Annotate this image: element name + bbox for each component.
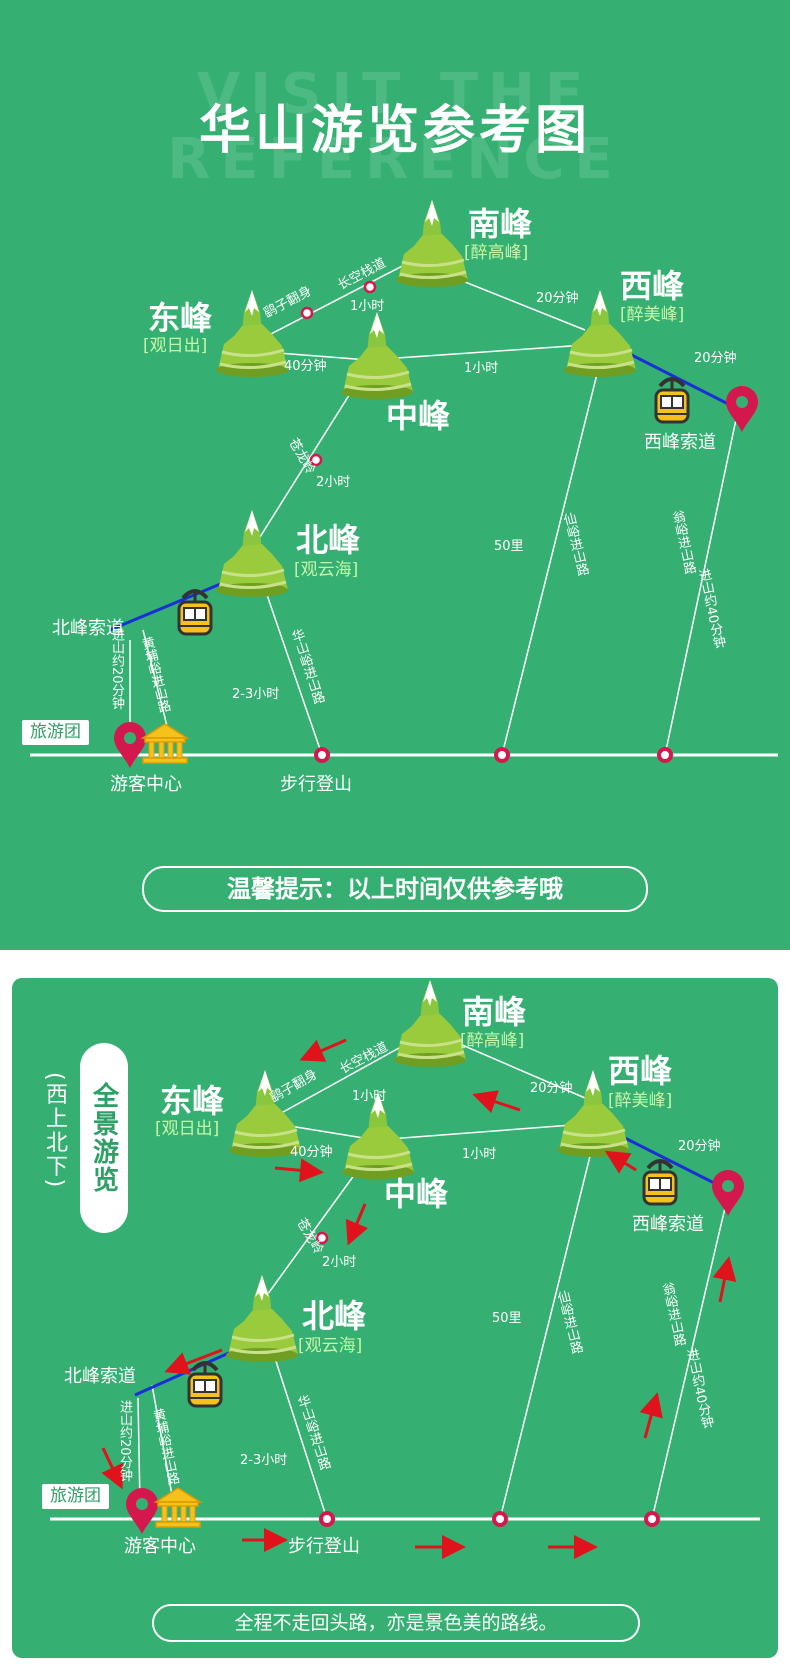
cable-car-icon (654, 376, 690, 424)
route-arrow-icon (712, 1256, 737, 1303)
peak-west-alias: [醉美峰] (620, 305, 685, 325)
cable-car-icon (187, 1360, 223, 1408)
route-arrow-icon (604, 1150, 637, 1174)
tip-banner: 温馨提示：以上时间仅供参考哦 (142, 866, 648, 912)
peak-east-name: 东峰 (148, 299, 213, 337)
peak-east-alias-2: [观日出] (155, 1119, 220, 1139)
label-hiking: 步行登山 (280, 774, 352, 795)
label-time-east-south: 1小时 (350, 299, 385, 314)
side-pill: 全景游览 (80, 1043, 128, 1233)
label-jinshan-20-2: 进山约20分钟 (117, 1400, 132, 1482)
station-marker (644, 1511, 660, 1527)
cable-car-icon (177, 588, 213, 636)
label-time-south-west-2: 20分钟 (530, 1081, 573, 1096)
label-time-east-south-2: 1小时 (352, 1089, 387, 1104)
peak-west-name: 西峰 (620, 267, 685, 305)
station-marker (494, 747, 510, 763)
tour-group-tag-2: 旅游团 (42, 1484, 109, 1509)
label-north-cable: 北峰索道 (52, 618, 124, 639)
peak-south-alias: [醉高峰] (464, 243, 529, 263)
route-arrow-icon (101, 1447, 124, 1490)
label-time-north-middle: 2小时 (316, 475, 351, 490)
watermark: VISIT THE REFERENCE (167, 62, 623, 192)
route-arrow-icon (639, 1392, 663, 1439)
label-time-west-cable: 20分钟 (694, 351, 737, 366)
station-marker (492, 1511, 508, 1527)
side-text: (西上北下) (42, 1072, 67, 1190)
label-time-middle-west: 1小时 (464, 361, 499, 376)
station-marker (319, 1511, 335, 1527)
label-distance: 50里 (494, 539, 524, 554)
route-arrow-icon (274, 1158, 324, 1183)
label-north-cable-2: 北峰索道 (64, 1366, 136, 1387)
footer-banner: 全程不走回头路，亦是景色美的路线。 (152, 1604, 640, 1642)
peak-north-name: 北峰 (296, 521, 361, 559)
label-visitor-center: 游客中心 (110, 774, 182, 795)
panel-1-background (0, 0, 790, 950)
peak-middle-name: 中峰 (386, 397, 451, 435)
peak-south-name: 南峰 (468, 205, 533, 243)
peak-north-name-2: 北峰 (302, 1297, 367, 1335)
tour-group-tag: 旅游团 (22, 720, 89, 745)
panel-1-cable-lines (109, 346, 741, 632)
peak-west-name-2: 西峰 (608, 1052, 673, 1090)
cable-car-icon (642, 1158, 678, 1206)
label-time-walk: 2-3小时 (232, 687, 280, 702)
label-west-cable-2: 西峰索道 (632, 1214, 704, 1235)
peak-middle-name-2: 中峰 (384, 1175, 449, 1213)
waypoint-marker (363, 280, 377, 294)
label-time-north-middle-2: 2小时 (322, 1255, 357, 1270)
waypoint-marker (300, 306, 314, 320)
peak-east-alias: [观日出] (143, 336, 208, 356)
label-time-middle-west-2: 1小时 (462, 1147, 497, 1162)
peak-north-alias: [观云海] (294, 560, 359, 580)
route-arrow-icon (164, 1348, 223, 1375)
route-arrow-icon (472, 1090, 521, 1114)
label-visitor-center-2: 游客中心 (124, 1536, 196, 1557)
route-arrow-icon (299, 1038, 347, 1062)
label-west-cable: 西峰索道 (644, 432, 716, 453)
peak-west-alias-2: [醉美峰] (608, 1091, 673, 1111)
peak-north-alias-2: [观云海] (298, 1336, 363, 1356)
route-arrow-icon (345, 1203, 368, 1246)
label-distance-2: 50里 (492, 1311, 522, 1326)
label-time-west-cable-2: 20分钟 (678, 1139, 721, 1154)
label-jinshan-20: 进山约20分钟 (109, 628, 124, 710)
page-title: 华山游览参考图 (198, 101, 591, 161)
label-time-east-middle-2: 40分钟 (290, 1145, 333, 1160)
label-time-south-west: 20分钟 (536, 291, 579, 306)
peak-south-name-2: 南峰 (462, 993, 527, 1031)
station-marker (657, 747, 673, 763)
peak-south-alias-2: [醉高峰] (460, 1031, 525, 1051)
station-marker (314, 747, 330, 763)
peak-east-name-2: 东峰 (160, 1082, 225, 1120)
label-hiking-2: 步行登山 (288, 1536, 360, 1557)
label-time-east-middle: 40分钟 (284, 359, 327, 374)
route-arrows (101, 1038, 737, 1559)
label-time-walk-2: 2-3小时 (240, 1453, 288, 1468)
